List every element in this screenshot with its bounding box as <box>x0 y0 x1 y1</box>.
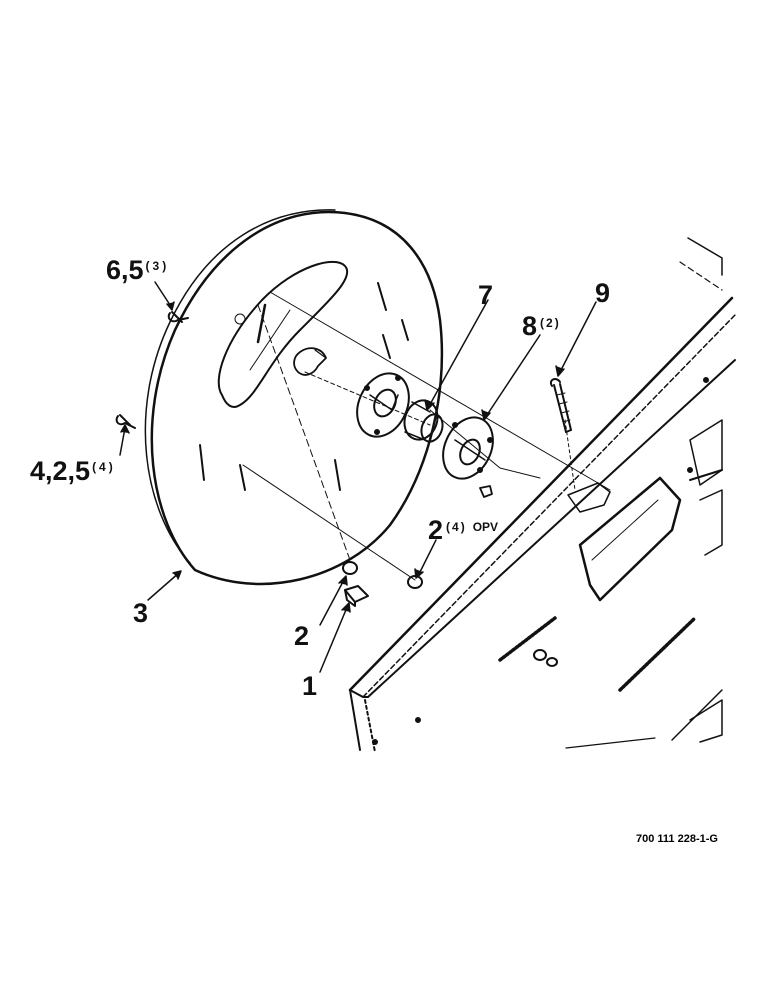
callout-1: 1 <box>302 673 317 700</box>
callout-2: 2 <box>294 623 309 650</box>
small-hardware <box>115 311 423 607</box>
callout-2-opv: 2(4) OPV <box>428 517 498 544</box>
callout-2-opv-number: 2 <box>428 515 444 545</box>
callout-1-number: 1 <box>302 671 318 701</box>
figure-reference-number: 700 111 228-1-G <box>636 833 718 845</box>
carriage-bolt <box>550 378 611 513</box>
callout-6-5-qty: (3) <box>145 259 170 273</box>
leader-lines <box>119 281 597 673</box>
callout-4-2-5-qty: (4) <box>92 460 116 474</box>
disc-plate <box>144 209 444 586</box>
callout-2-number: 2 <box>294 621 310 651</box>
callout-7-number: 7 <box>478 280 494 310</box>
callout-6-5-number: 6,5 <box>106 255 144 285</box>
callout-4-2-5: 4,2,5(4) <box>30 458 116 485</box>
callout-9: 9 <box>595 280 610 307</box>
callout-8-number: 8 <box>522 311 538 341</box>
callout-3-number: 3 <box>133 598 149 628</box>
callout-7: 7 <box>478 282 493 309</box>
callout-2-opv-note: OPV <box>472 520 499 534</box>
callout-3: 3 <box>133 600 148 627</box>
callout-2-opv-qty: (4) <box>446 520 467 534</box>
hub-assembly <box>356 372 494 498</box>
housing-frame <box>348 237 736 753</box>
callout-4-2-5-number: 4,2,5 <box>30 456 91 486</box>
callout-6-5: 6,5(3) <box>106 257 169 284</box>
callout-8-qty: (2) <box>540 316 561 330</box>
callout-9-number: 9 <box>595 278 611 308</box>
callout-8: 8(2) <box>522 313 561 340</box>
